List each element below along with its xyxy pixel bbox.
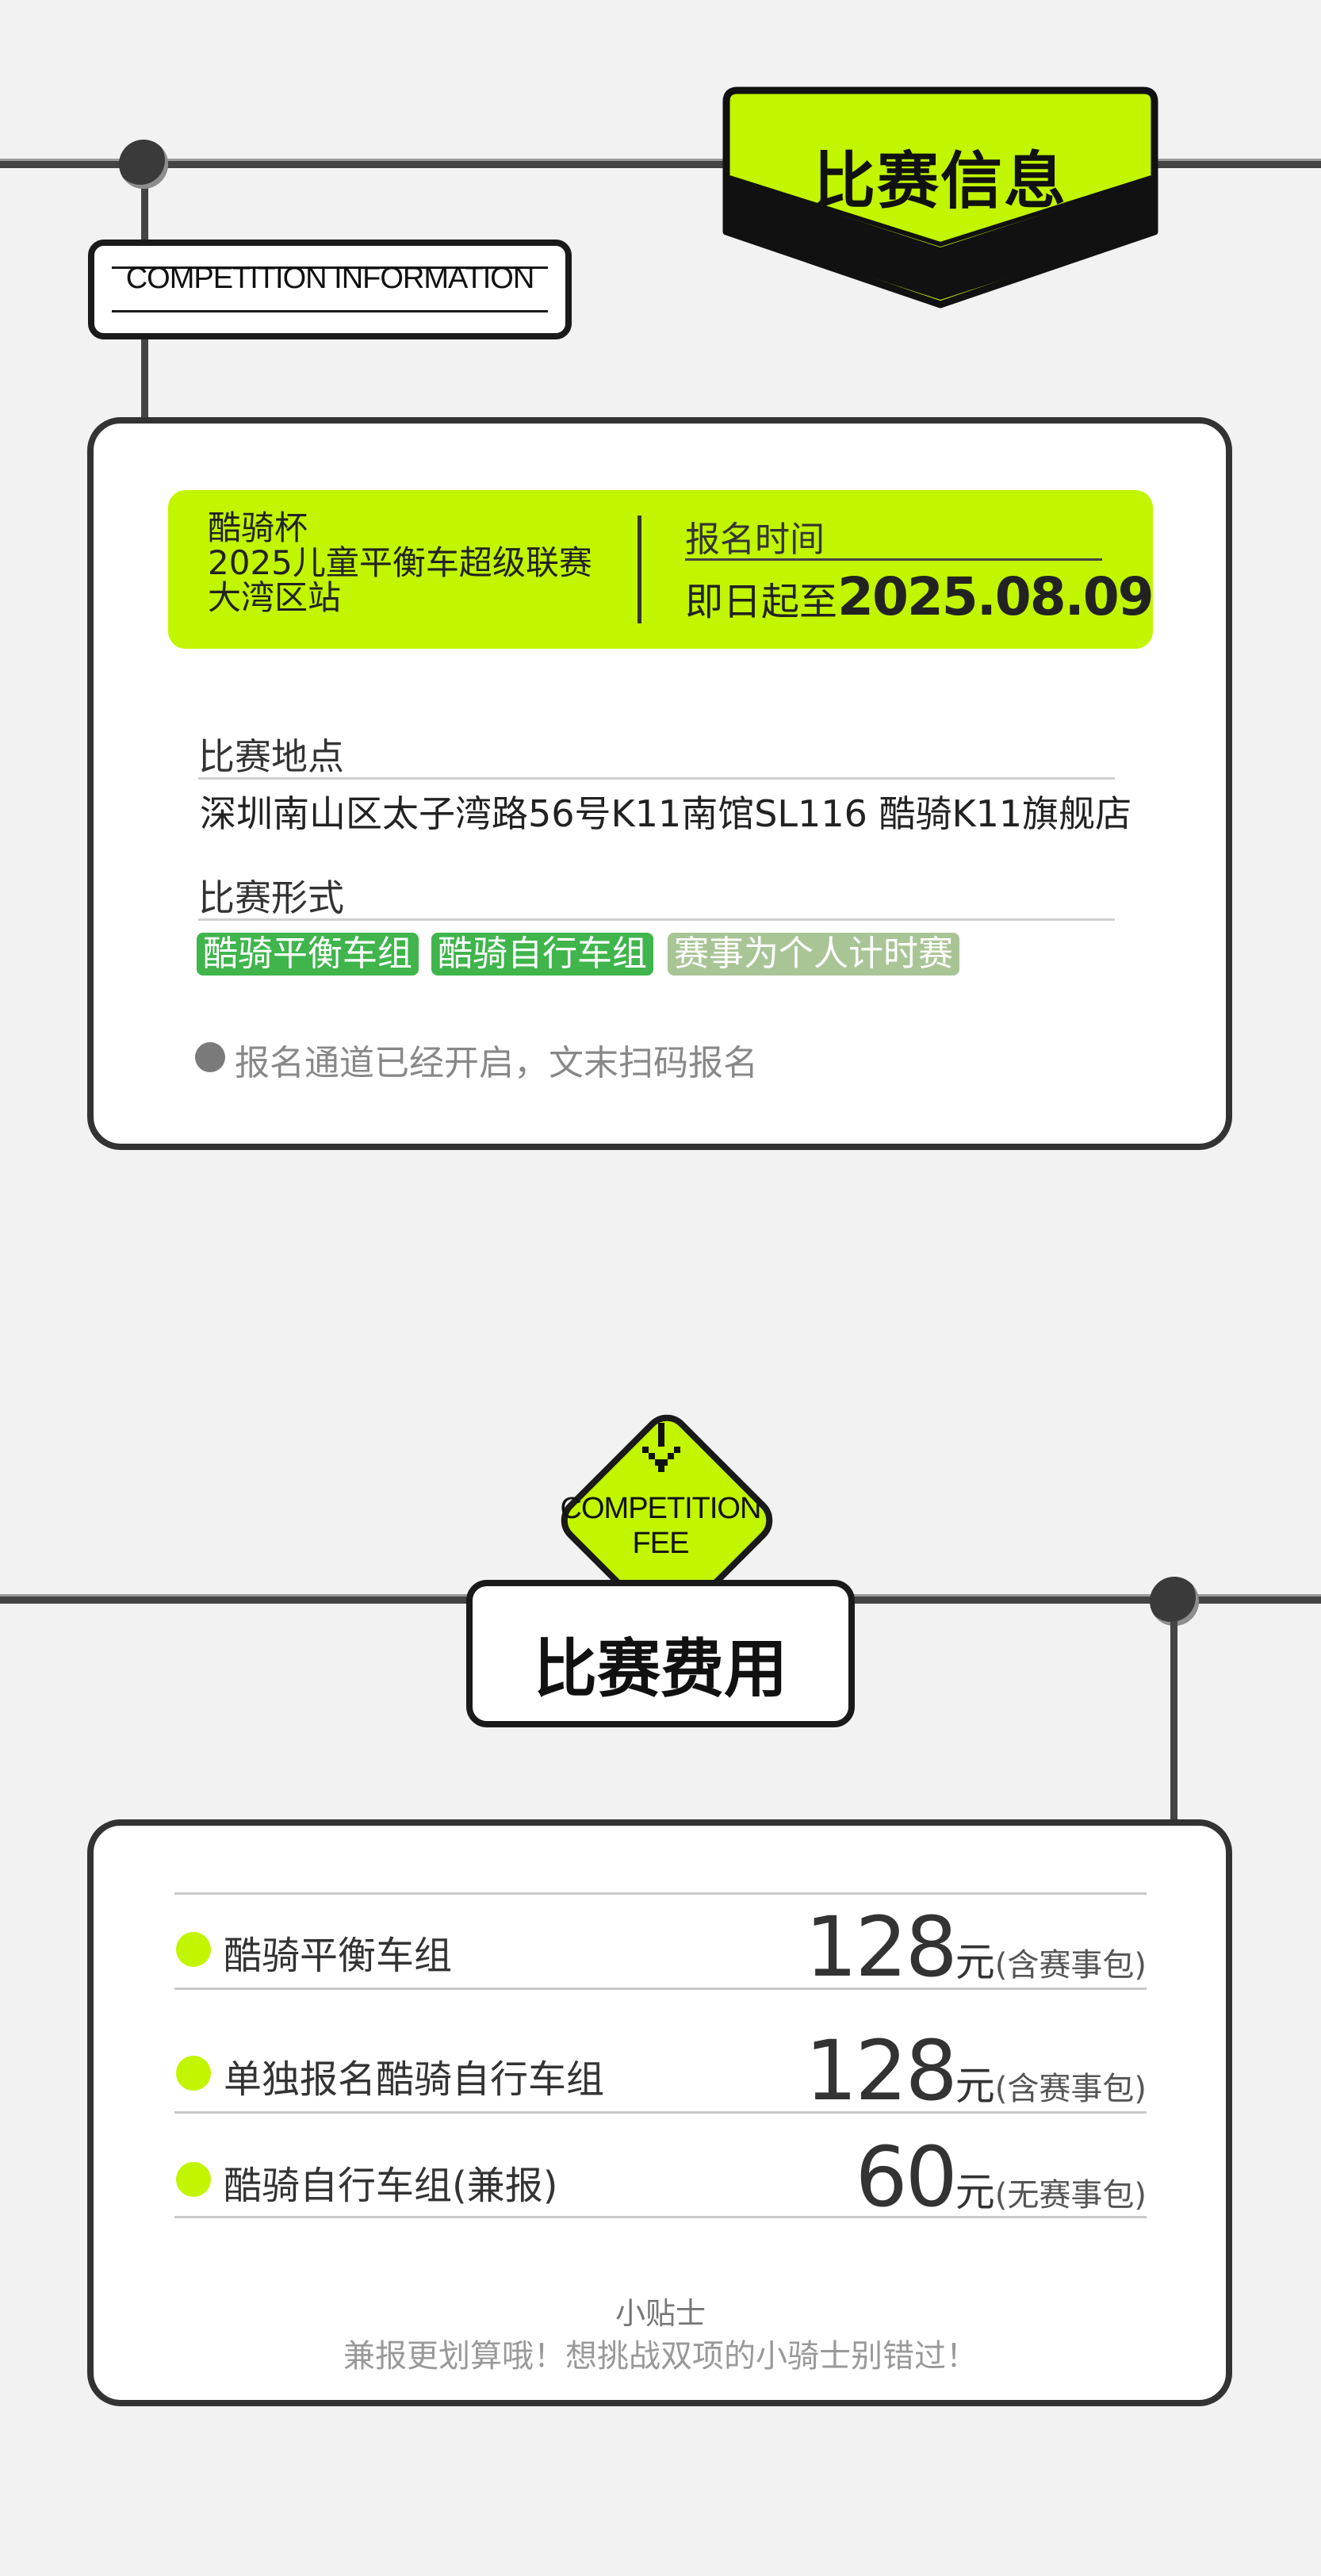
subtitle-tag-lines (112, 266, 548, 312)
fee-price-unit: 元 (955, 2063, 995, 2109)
rail-knob-left (119, 140, 168, 189)
fee-bullet-icon (176, 2056, 211, 2091)
fee-price-unit: 元 (955, 2169, 995, 2215)
registration-underline (685, 558, 1102, 561)
fee-item: 单独报名酷骑自行车组 128元(含赛事包) (174, 2022, 1147, 2122)
fee-price-number: 128 (805, 1899, 958, 1995)
event-name: 酷骑杯 2025儿童平衡车超级联赛 大湾区站 (208, 511, 592, 615)
event-name-line-1: 酷骑杯 (208, 508, 308, 547)
fee-divider-top (174, 1892, 1147, 1895)
knob-to-card-line (1170, 1621, 1177, 1824)
format-tag-time-trial: 赛事为个人计时赛 (668, 933, 959, 976)
note-bullet-icon (195, 1042, 225, 1072)
chevron-badge-shape (722, 86, 1158, 309)
format-tag-balance-bike: 酷骑平衡车组 (197, 933, 419, 976)
fee-price-note: (含赛事包) (994, 2071, 1147, 2107)
fee-item-price: 60元(无赛事包) (855, 2129, 1147, 2225)
section-title: 比赛信息 (813, 146, 1067, 217)
format-label: 比赛形式 (198, 876, 344, 919)
fee-item-name: 单独报名酷骑自行车组 (224, 2057, 605, 2102)
fee-price-number: 128 (805, 2022, 958, 2119)
fee-price-number: 60 (855, 2129, 957, 2225)
fee-section-title: 比赛费用 (534, 1632, 787, 1706)
fee-item-name: 酷骑平衡车组 (224, 1934, 453, 1978)
fee-diamond-label: COMPETITION FEE (536, 1491, 785, 1561)
section-title-badge-info: 比赛信息 (720, 84, 1161, 311)
fee-divider (174, 1988, 1147, 1990)
subtitle-tag: COMPETITION INFORMATION (88, 240, 572, 339)
event-name-line-3: 大湾区站 (208, 578, 342, 617)
fee-divider-bottom (174, 2216, 1147, 2218)
registration-date: 2025.08.09 (837, 566, 1154, 627)
tip-text: 兼报更划算哦！想挑战双项的小骑士别错过！ (343, 2338, 978, 2375)
registration-value: 即日起至2025.08.09 (685, 566, 1154, 627)
location-value: 深圳南山区太子湾路56号K11南馆SL116 酷骑K11旗舰店 (200, 792, 1132, 835)
fee-price-unit: 元 (955, 1939, 995, 1985)
fee-diamond-badge: COMPETITION FEE (536, 1390, 785, 1639)
location-divider (198, 777, 1115, 780)
fee-item: 酷骑平衡车组 128元(含赛事包) (174, 1899, 1147, 1999)
event-highlight-bar: 酷骑杯 2025儿童平衡车超级联赛 大湾区站 报名时间 即日起至2025.08.… (168, 490, 1154, 649)
fee-item: 酷骑自行车组(兼报) 60元(无赛事包) (174, 2129, 1147, 2229)
fee-item-name: 酷骑自行车组(兼报) (224, 2164, 558, 2208)
fee-price-note: (无赛事包) (994, 2177, 1147, 2214)
format-divider (198, 918, 1115, 921)
registration-label: 报名时间 (685, 519, 825, 560)
top-rail-drop-line (141, 167, 148, 243)
fee-diamond-label-line-2: FEE (632, 1527, 690, 1560)
registration-note: 报名通道已经开启，文末扫码报名 (235, 1043, 758, 1083)
fee-divider (174, 2111, 1147, 2114)
bar-divider (638, 516, 641, 623)
tag-to-card-line (141, 338, 148, 420)
location-label: 比赛地点 (198, 735, 344, 778)
rail-knob-right (1150, 1577, 1199, 1626)
pixel-arrow-down-icon (642, 1423, 680, 1472)
fee-item-price: 128元(含赛事包) (805, 1899, 1147, 1995)
fee-diamond-label-line-1: COMPETITION (560, 1492, 762, 1525)
tip-title: 小贴士 (615, 2296, 706, 2331)
registration-prefix: 即日起至 (685, 580, 838, 624)
fee-item-price: 128元(含赛事包) (805, 2022, 1147, 2119)
fee-bullet-icon (176, 1932, 211, 1967)
format-tag-bicycle: 酷骑自行车组 (431, 933, 653, 976)
fee-price-note: (含赛事包) (994, 1947, 1147, 1984)
section-title-badge-fee: 比赛费用 (466, 1580, 855, 1727)
fee-bullet-icon (176, 2162, 211, 2197)
event-name-line-2: 2025儿童平衡车超级联赛 (208, 543, 592, 582)
subtitle-tag-text: COMPETITION INFORMATION (125, 262, 535, 295)
